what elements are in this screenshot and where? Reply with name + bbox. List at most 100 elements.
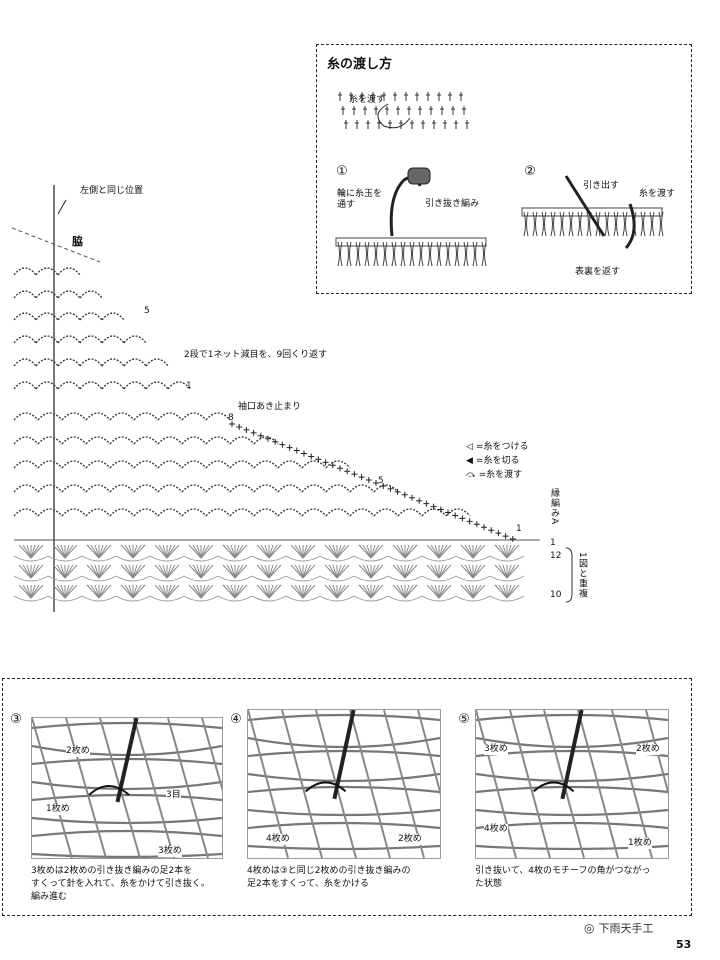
fan-stitch	[128, 544, 134, 559]
fan-stitch	[56, 544, 66, 559]
legend-cut: ◀=糸を切る	[466, 456, 520, 466]
chain-arc	[229, 460, 255, 469]
fan-stitch	[358, 544, 372, 559]
fan-stitch	[366, 544, 372, 559]
dc-stitch	[451, 106, 455, 115]
fan-stitch	[52, 544, 66, 559]
dc-stitch	[462, 106, 466, 115]
fabric-stitch	[649, 211, 655, 237]
chain-arc	[13, 436, 39, 445]
fan-stitch	[94, 564, 100, 579]
fan-stitch	[256, 584, 270, 599]
fan-stitch	[468, 564, 474, 579]
chain-arc	[253, 436, 279, 445]
sc-stitch	[351, 471, 358, 478]
chain-arc	[373, 508, 399, 517]
fan-stitch	[264, 564, 270, 579]
chain-arc	[57, 358, 81, 367]
fan-stitch	[438, 544, 444, 559]
chain-arc	[79, 335, 103, 344]
fan-stitch	[494, 564, 508, 579]
dc-stitch	[385, 106, 389, 115]
fan-stitch	[332, 544, 338, 559]
dc-stitch	[418, 106, 422, 115]
chain-arc	[13, 381, 37, 390]
chain-arc	[205, 484, 231, 493]
fan-chain	[285, 575, 321, 582]
fan-stitch	[64, 564, 78, 579]
sc-stitch	[329, 462, 336, 469]
fan-stitch	[192, 564, 202, 579]
chain-arc	[61, 436, 87, 445]
chain-arc	[101, 312, 125, 321]
fan-stitch	[294, 544, 304, 559]
fan-stitch	[166, 564, 172, 579]
fabric-stitch	[622, 211, 628, 237]
chain-arc	[205, 460, 231, 469]
fan-stitch	[86, 544, 100, 559]
dc-stitch	[338, 92, 342, 101]
fan-stitch	[132, 584, 138, 599]
sc-stitch	[250, 429, 257, 436]
fan-stitch	[294, 584, 304, 599]
mesh-chain	[32, 829, 222, 838]
dc-stitch	[382, 92, 386, 101]
mesh-post	[476, 710, 517, 858]
dc-stitch	[341, 106, 345, 115]
chain-arc	[101, 381, 125, 390]
step-2-label-pull: 引き出す	[583, 181, 620, 191]
fan-chain	[489, 595, 525, 602]
fan-stitch	[498, 564, 508, 579]
fabric-stitch	[418, 241, 424, 267]
chain-arc	[133, 460, 159, 469]
fan-stitch	[404, 564, 418, 579]
dc-stitch	[352, 106, 356, 115]
sc-stitch	[365, 477, 372, 484]
fan-stitch	[404, 544, 418, 559]
fan-stitch	[234, 584, 248, 599]
fan-stitch	[64, 584, 70, 599]
fan-stitch	[302, 564, 316, 579]
mesh-post	[383, 710, 425, 858]
sc-stitch	[502, 533, 509, 540]
fan-stitch	[18, 564, 32, 579]
fan-stitch	[434, 544, 440, 559]
row-mark-1-mid: 1	[516, 524, 522, 534]
chain-arc	[85, 436, 111, 445]
border-a-label: 縁編みA	[549, 488, 559, 526]
fan-stitch	[158, 564, 168, 579]
fan-stitch	[22, 584, 32, 599]
fan-stitch	[438, 584, 452, 599]
fan-stitch	[426, 584, 440, 599]
fan-stitch	[98, 564, 104, 579]
fan-stitch	[464, 544, 474, 559]
step-2-number: ②	[523, 164, 537, 179]
mesh-post	[167, 718, 209, 858]
chain-arc	[37, 436, 63, 445]
dc-stitch	[360, 92, 364, 101]
fan-stitch	[328, 544, 338, 559]
fan-stitch	[290, 544, 304, 559]
chain-arc	[123, 358, 147, 367]
fabric-stitch	[604, 211, 610, 237]
fabric-stitch	[463, 241, 469, 267]
fabric-stitch	[436, 241, 442, 267]
direction-arrow	[304, 781, 347, 793]
fan-stitch	[200, 584, 206, 599]
fan-stitch	[56, 584, 66, 599]
fan-stitch	[188, 584, 202, 599]
mesh-post	[577, 710, 619, 858]
fan-stitch	[506, 564, 512, 579]
mesh-post	[281, 710, 323, 858]
fan-stitch	[124, 544, 134, 559]
page-number: 53	[676, 938, 692, 951]
chain-arc	[301, 484, 327, 493]
sc-stitch	[293, 447, 300, 454]
dc-stitch	[355, 120, 359, 129]
fan-stitch	[192, 584, 202, 599]
fan-stitch	[158, 544, 168, 559]
dc-stitch	[443, 120, 447, 129]
fan-stitch	[324, 544, 338, 559]
chain-arc	[85, 508, 111, 517]
mesh-chain	[248, 785, 440, 794]
